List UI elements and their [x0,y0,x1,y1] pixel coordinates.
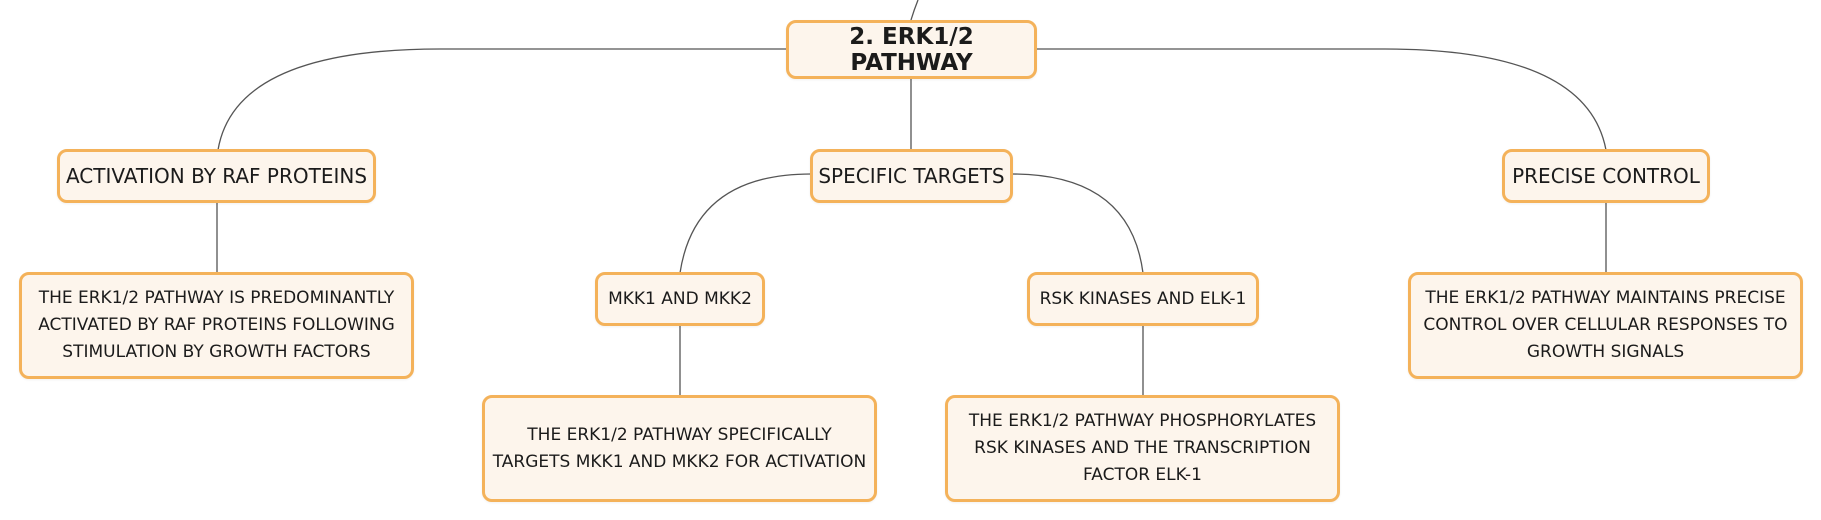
detail-node-rsk[interactable]: THE ERK1/2 PATHWAY PHOSPHORYLATES RSK KI… [945,395,1340,502]
sub-node-mkk-label: MKK1 AND MKK2 [608,289,752,309]
connector-specific-targets-to-rsk [1011,173,1144,274]
sub-node-mkk[interactable]: MKK1 AND MKK2 [595,272,765,326]
detail-node-mkk-text: THE ERK1/2 PATHWAY SPECIFICALLY TARGETS … [492,424,867,472]
connector-root-to-activation [217,48,786,151]
branch-node-activation[interactable]: ACTIVATION BY RAF PROTEINS [57,149,376,203]
connector-root-to-precise-control [1037,48,1607,151]
sub-node-rsk[interactable]: RSK KINASES AND ELK-1 [1027,272,1259,326]
detail-node-precise-control-text: THE ERK1/2 PATHWAY MAINTAINS PRECISE CON… [1423,288,1788,362]
connector-parent-to-root [910,0,919,21]
detail-node-activation-text: THE ERK1/2 PATHWAY IS PREDOMINANTLY ACTI… [38,288,395,362]
detail-node-mkk[interactable]: THE ERK1/2 PATHWAY SPECIFICALLY TARGETS … [482,395,877,502]
branch-node-specific-targets-label: SPECIFIC TARGETS [818,164,1005,188]
branch-node-specific-targets[interactable]: SPECIFIC TARGETS [810,149,1013,203]
branch-node-precise-control[interactable]: PRECISE CONTROL [1502,149,1710,203]
connector-specific-targets-to-mkk [679,173,812,274]
sub-node-rsk-label: RSK KINASES AND ELK-1 [1039,289,1247,309]
branch-node-activation-label: ACTIVATION BY RAF PROTEINS [65,164,368,188]
detail-node-rsk-text: THE ERK1/2 PATHWAY PHOSPHORYLATES RSK KI… [968,411,1317,485]
root-node-label: 2. ERK1/2 PATHWAY [849,23,974,76]
detail-node-activation[interactable]: THE ERK1/2 PATHWAY IS PREDOMINANTLY ACTI… [19,272,414,379]
detail-node-precise-control[interactable]: THE ERK1/2 PATHWAY MAINTAINS PRECISE CON… [1408,272,1803,379]
branch-node-precise-control-label: PRECISE CONTROL [1512,164,1700,188]
root-node[interactable]: 2. ERK1/2 PATHWAY [786,20,1037,79]
